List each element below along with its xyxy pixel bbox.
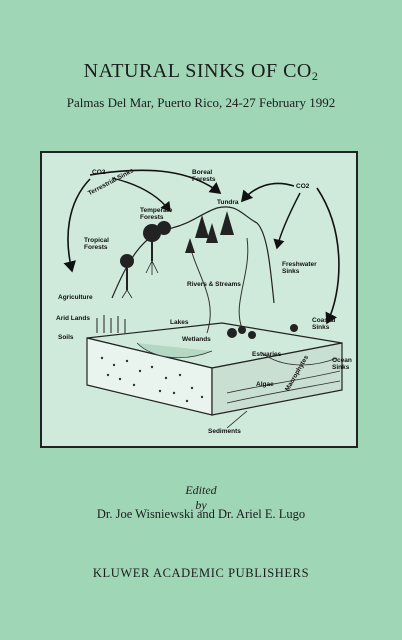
publisher-name: KLUWER ACADEMIC PUBLISHERS	[92, 566, 310, 580]
label-algae: Algae	[256, 381, 274, 388]
label-wetlands: Wetlands	[182, 336, 211, 343]
edited-label: Edited	[185, 483, 217, 497]
label-freshwater-sinks: Freshwater Sinks	[282, 261, 317, 275]
label-lakes: Lakes	[170, 319, 189, 326]
lake-basin	[136, 342, 213, 359]
illustration-drawing	[63, 169, 343, 429]
label-agriculture: Agriculture	[58, 294, 93, 301]
tree-cluster	[120, 211, 234, 290]
soil-texture	[100, 356, 204, 403]
label-ocean-sinks: Ocean Sinks	[332, 357, 352, 371]
co2-arrow-tropical	[63, 178, 91, 273]
carbon-sinks-illustration: CO2 CO2 Terrestrial Sinks Boreal Forests…	[40, 151, 358, 448]
label-soils: Soils	[58, 334, 74, 341]
label-sediments: Sediments	[208, 428, 241, 435]
label-co2-right: CO2	[296, 183, 310, 190]
co2-arrow-ocean	[316, 187, 340, 325]
label-coastal-sinks: Coastal Sinks	[312, 317, 336, 331]
label-arid-lands: Arid Lands	[56, 315, 90, 322]
block-side	[211, 342, 343, 416]
label-estuaries: Estuaries	[252, 351, 282, 358]
label-tundra: Tundra	[217, 199, 239, 206]
river-2	[238, 237, 249, 329]
edited-by-line: Edited by	[0, 483, 402, 513]
book-title: NATURAL SINKS OF CO2	[0, 60, 402, 84]
label-co2-left: CO2	[92, 169, 106, 176]
label-tropical-forests: Tropical Forests	[84, 237, 109, 251]
title-text: NATURAL SINKS OF CO	[83, 60, 312, 82]
hill-outline	[111, 206, 275, 304]
co2-arrow-temperate	[111, 177, 171, 213]
label-boreal-forests: Boreal Forests	[192, 169, 216, 183]
editors-names: Dr. Joe Wisniewski and Dr. Ariel E. Lugo	[96, 507, 306, 521]
co2-arrow-tundra	[240, 182, 295, 203]
crop-row	[96, 315, 126, 333]
label-temperate-forests: Temperate Forests	[140, 207, 173, 221]
by-label: by	[195, 498, 207, 512]
co2-arrow-boreal	[89, 169, 222, 194]
river-1	[191, 252, 211, 334]
label-rivers-streams: Rivers & Streams	[187, 281, 241, 288]
conference-subtitle: Palmas Del Mar, Puerto Rico, 24-27 Febru…	[66, 95, 336, 110]
title-subscript: 2	[311, 69, 319, 83]
wetland-plants	[227, 324, 298, 339]
co2-arrow-freshwater	[273, 192, 301, 250]
